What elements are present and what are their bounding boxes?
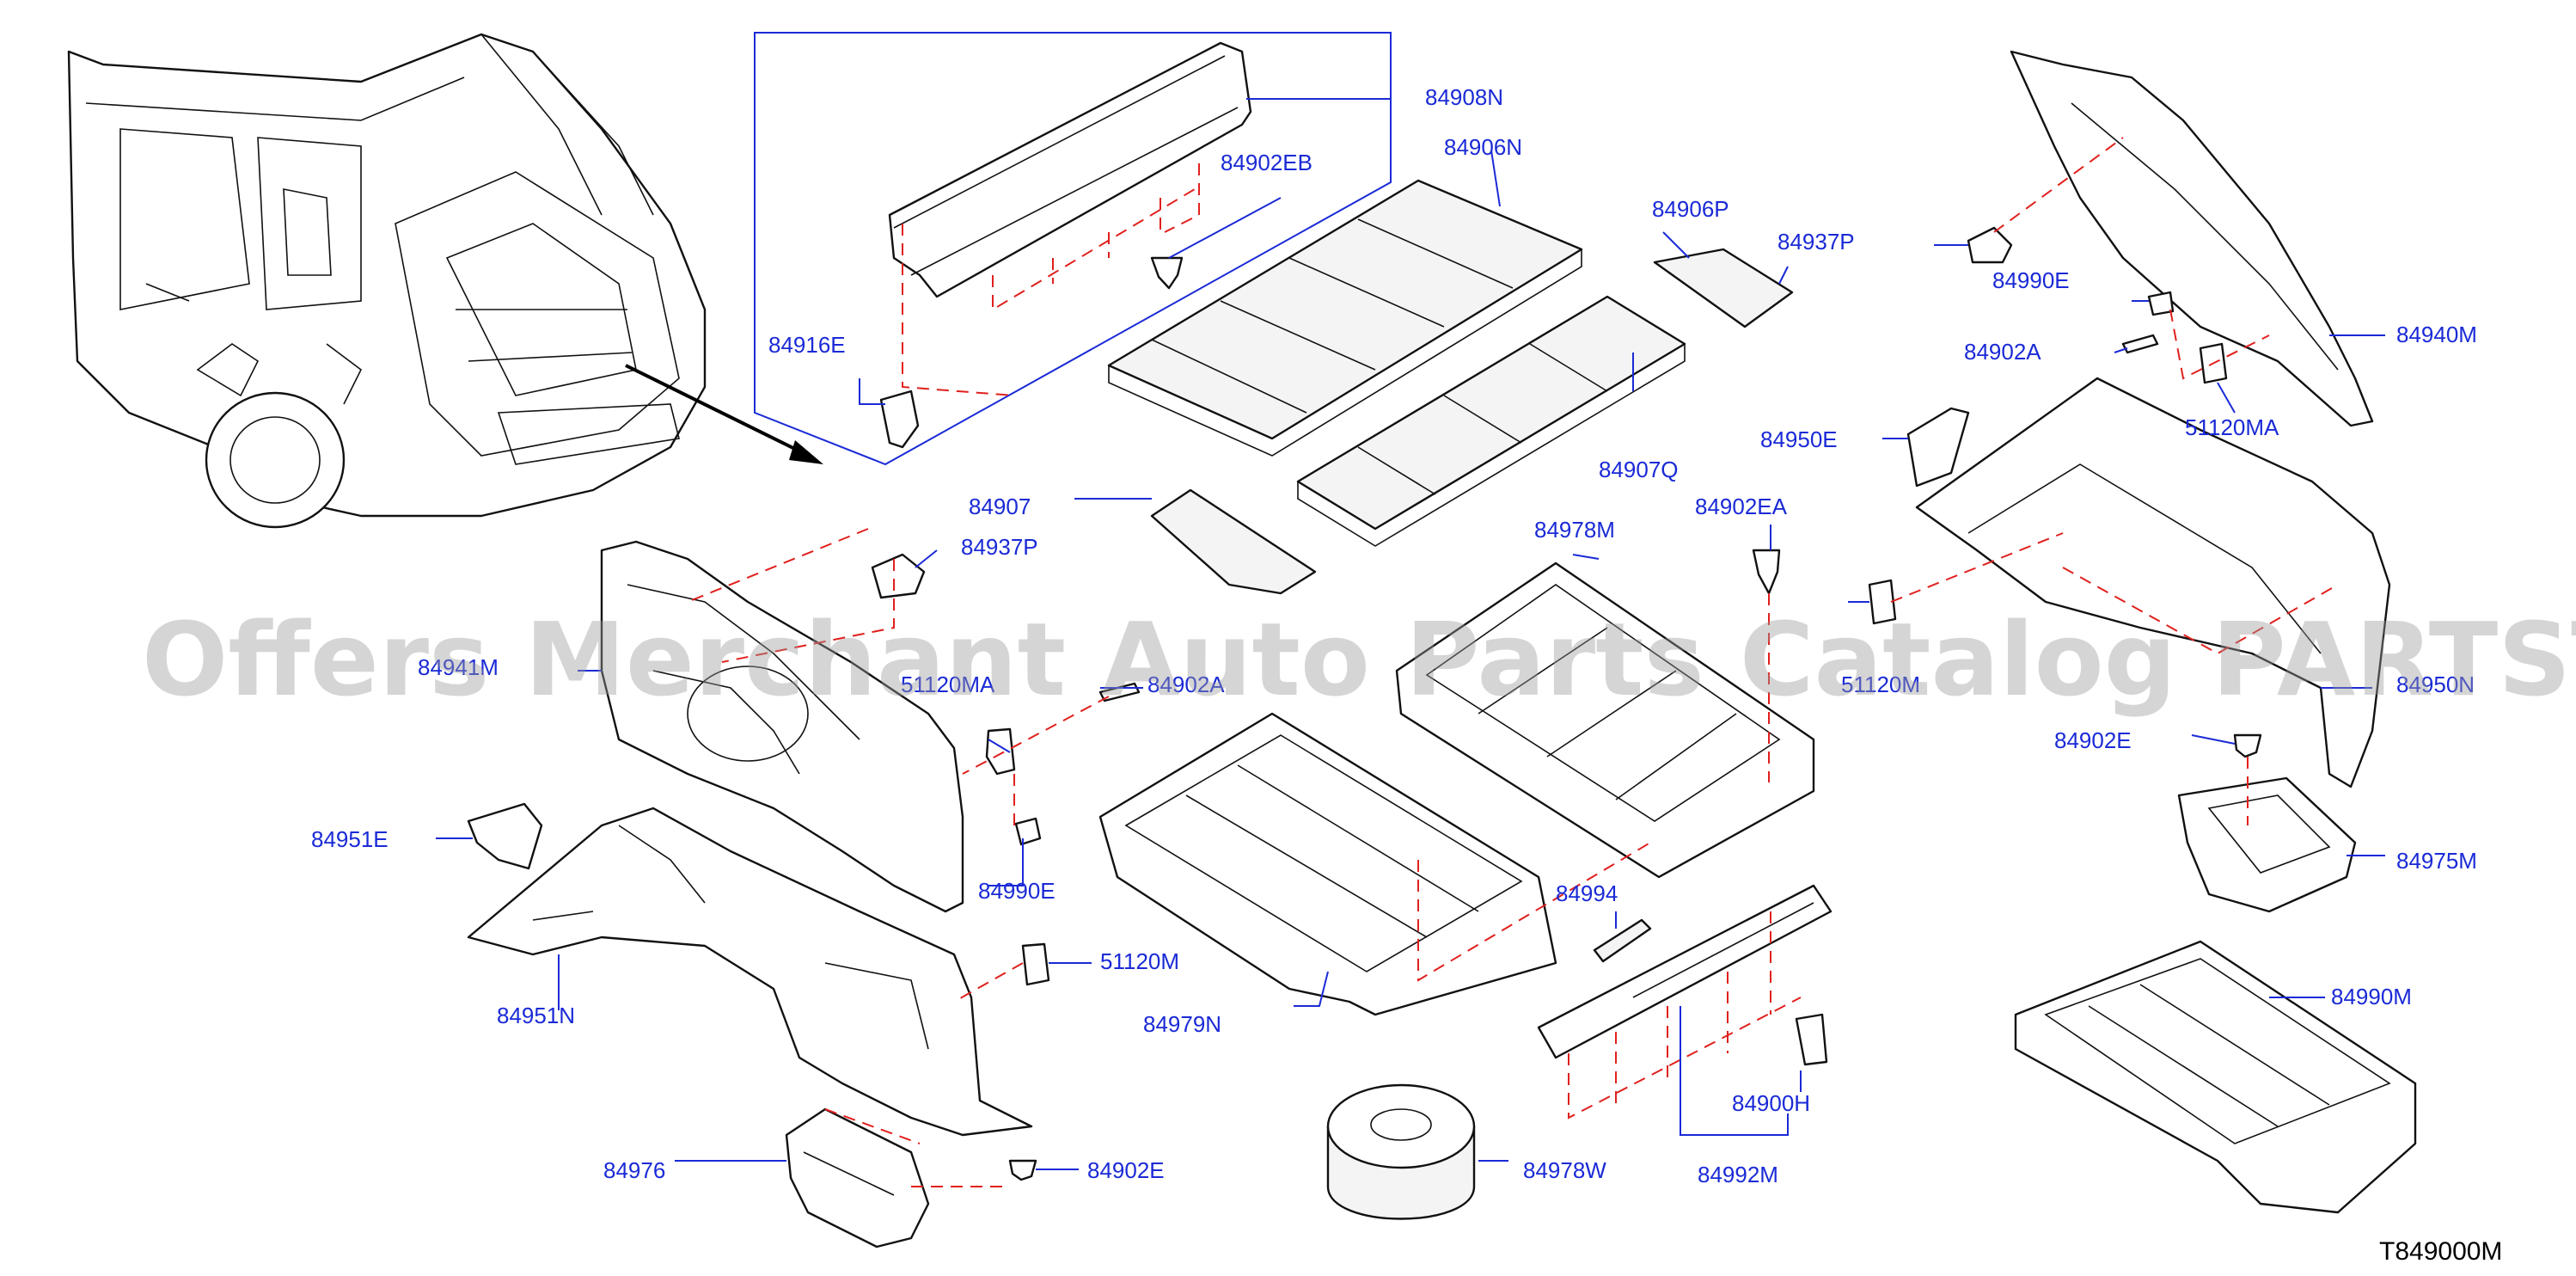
- callout-84907Q: 84907Q: [1599, 457, 1679, 482]
- rear-panel-84908N: [888, 41, 1252, 298]
- clip-51120M-right: [1868, 579, 1897, 625]
- floor-board-84907Q: [1296, 295, 1686, 547]
- callout-84902E-right: 84902E: [2054, 727, 2132, 753]
- callout-51120M-left: 51120M: [1100, 948, 1179, 974]
- callout-84994: 84994: [1556, 880, 1618, 906]
- callout-84900H: 84900H: [1732, 1090, 1810, 1116]
- callout-84975M: 84975M: [2396, 848, 2477, 874]
- leader-lines: [436, 98, 2385, 1170]
- trim-84951E: [467, 802, 543, 870]
- side-trim-84941M: [600, 540, 964, 913]
- clip-84900H: [1795, 1013, 1828, 1066]
- tray-84976: [785, 1107, 930, 1248]
- clip-84902E-right: [2233, 733, 2262, 758]
- callout-51120MA-right: 51120MA: [2185, 414, 2279, 440]
- callout-84902EA: 84902EA: [1695, 494, 1788, 519]
- sill-plate-84992M: [1537, 884, 1833, 1059]
- callout-84950E: 84950E: [1760, 426, 1838, 452]
- callout-84978W: 84978W: [1523, 1157, 1606, 1183]
- callout-84937P-mid: 84937P: [961, 534, 1038, 560]
- mat-84994: [1593, 918, 1652, 963]
- cover-84906P: [1653, 248, 1794, 328]
- diagram-code: T849000M: [2379, 1237, 2502, 1266]
- side-trim-84950N: [1915, 377, 2391, 788]
- floor-tray-84979N: [1098, 712, 1557, 1016]
- screw-84902A-right: [2121, 334, 2159, 354]
- watermark: Offers Merchant Auto Parts Catalog PARTS…: [142, 600, 2576, 719]
- callout-84916E: 84916E: [768, 332, 846, 358]
- callout-84902A-right: 84902A: [1964, 339, 2041, 365]
- callout-84906N: 84906N: [1444, 134, 1522, 160]
- cargo-box-84978M: [1395, 561, 1815, 879]
- direction-arrow: [625, 364, 823, 464]
- callout-84940M: 84940M: [2396, 322, 2477, 347]
- callout-84902EB: 84902EB: [1221, 150, 1312, 175]
- vehicle-illustration: [67, 33, 707, 529]
- clip-51120M-left: [1021, 942, 1050, 986]
- clip-51120MA-left: [985, 727, 1016, 776]
- callout-84937P-top: 84937P: [1778, 229, 1855, 255]
- trim-84950E: [1906, 407, 1970, 488]
- callout-84992M: 84992M: [1698, 1162, 1778, 1187]
- callout-84902E-left: 84902E: [1087, 1157, 1165, 1183]
- clip-84902EA: [1752, 549, 1781, 595]
- bracket-84937P: [871, 553, 926, 599]
- storage-box-84990M: [2014, 940, 2417, 1214]
- callout-84950N: 84950N: [2396, 672, 2475, 697]
- callout-84990E-left: 84990E: [978, 878, 1055, 904]
- callout-51120M-mid: 51120M: [1841, 672, 1920, 697]
- clip-84990E-left: [1014, 817, 1042, 846]
- trim-84951N: [467, 807, 1033, 1137]
- callout-84906P: 84906P: [1652, 196, 1729, 222]
- floor-board-84906N: [1107, 179, 1583, 457]
- callout-84990M: 84990M: [2331, 984, 2412, 1009]
- clip-84916E: [879, 390, 920, 449]
- callout-84908N: 84908N: [1425, 84, 1503, 110]
- clip-84902EB: [1150, 256, 1184, 290]
- tray-84975M: [2177, 776, 2357, 913]
- cover-84907: [1150, 488, 1317, 595]
- tire-cover-84978W: [1326, 1083, 1476, 1220]
- callout-84951N: 84951N: [497, 1003, 575, 1028]
- callout-84979N: 84979N: [1143, 1011, 1221, 1037]
- clip-84990E-right: [2147, 291, 2175, 316]
- callout-labels: 84908N 84902EB 84906N 84906P 84937P 8491…: [311, 84, 2477, 1187]
- callout-84990E-right: 84990E: [1992, 267, 2070, 293]
- callout-84907: 84907: [969, 494, 1031, 519]
- callout-84976: 84976: [603, 1157, 665, 1183]
- group-box-outline: [754, 32, 1392, 466]
- clip-84902E-left: [1008, 1159, 1037, 1181]
- callout-84941M: 84941M: [418, 654, 499, 680]
- callout-84978M: 84978M: [1534, 517, 1615, 543]
- callout-84902A-left: 84902A: [1147, 672, 1225, 697]
- bracket-84937P-top: [1967, 226, 2013, 264]
- side-trim-84940M: [2010, 50, 2374, 427]
- callout-51120MA-left: 51120MA: [901, 672, 995, 697]
- callout-84951E: 84951E: [311, 826, 389, 852]
